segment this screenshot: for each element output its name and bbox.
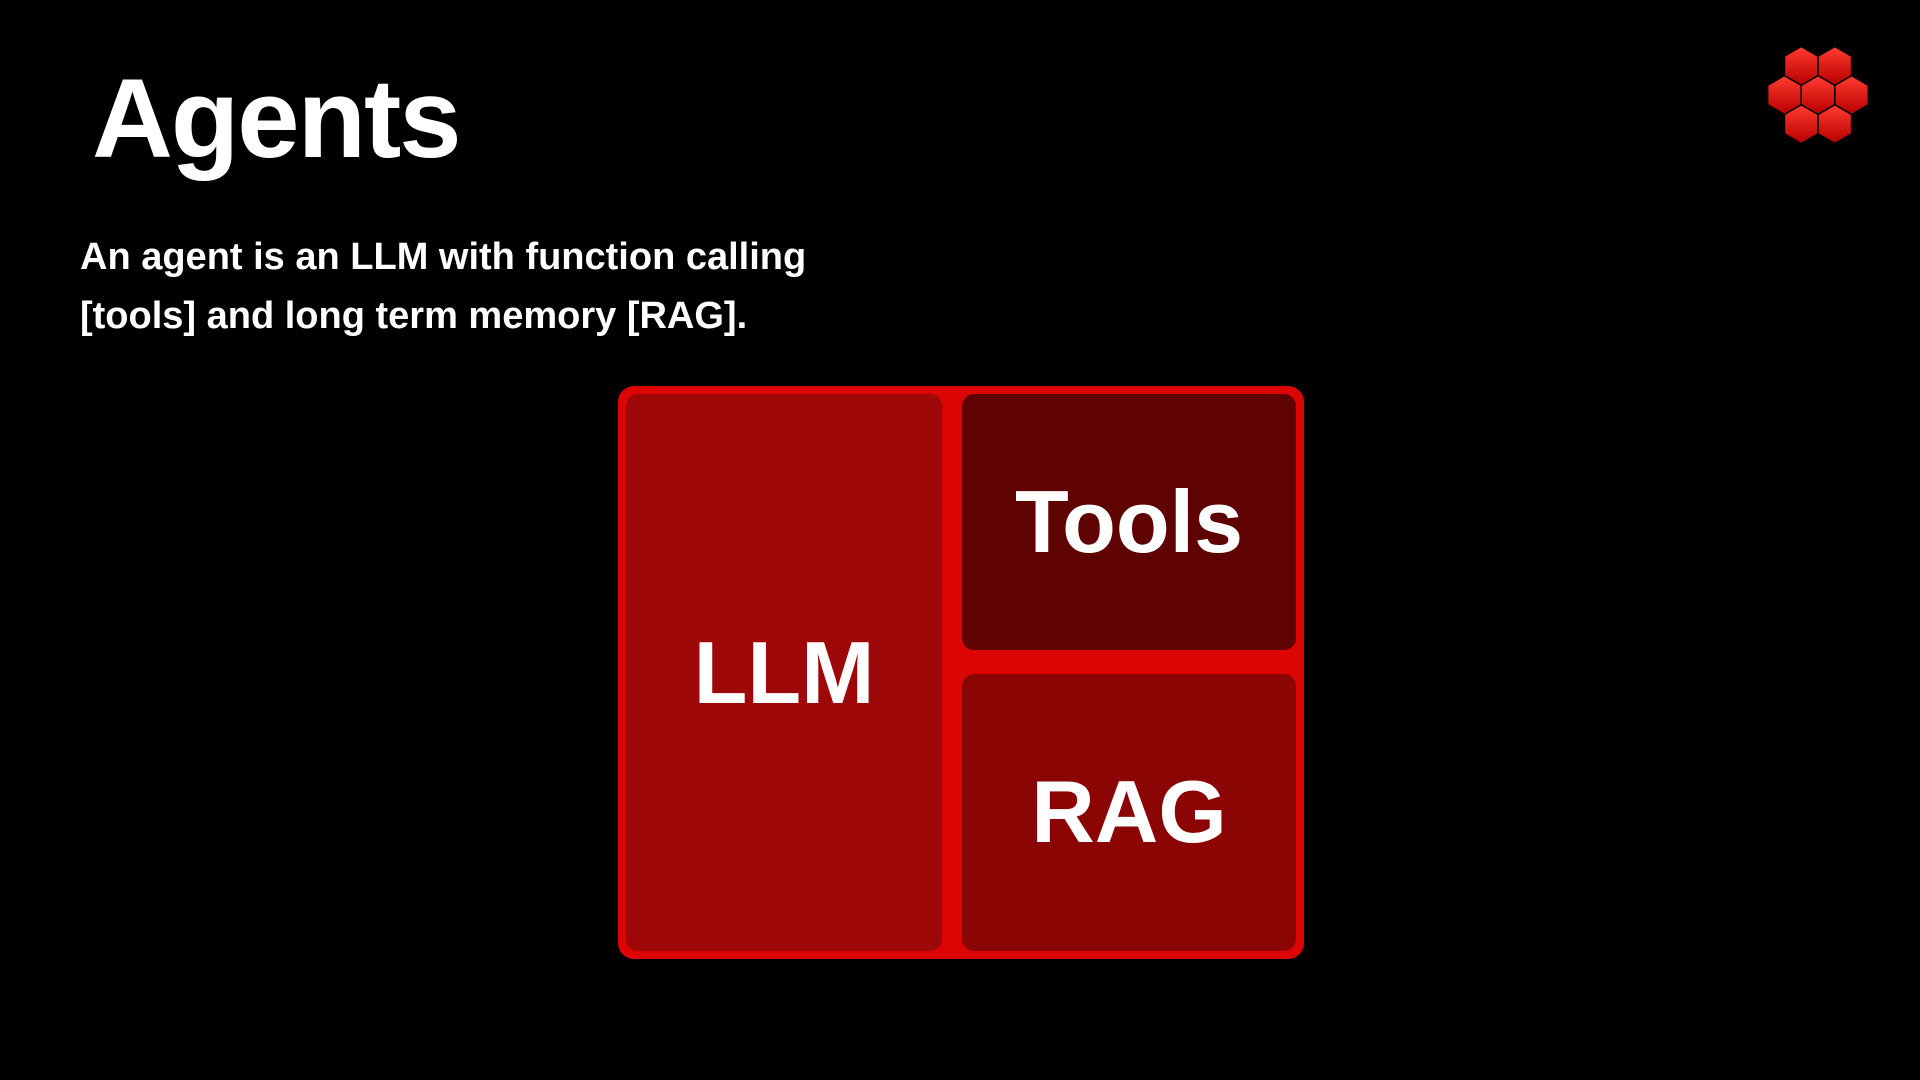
- tools-box: Tools: [962, 394, 1296, 650]
- page-title: Agents: [92, 56, 462, 181]
- subtitle-line-2: [tools] and long term memory [RAG].: [80, 294, 748, 337]
- hexagon-cluster-icon: [1768, 47, 1868, 143]
- rag-label: RAG: [1031, 762, 1227, 862]
- llm-box: LLM: [626, 394, 942, 951]
- rag-box: RAG: [962, 673, 1296, 951]
- subtitle: An agent is an LLM with function calling…: [80, 228, 806, 346]
- agent-diagram: LLM Tools RAG: [618, 386, 1304, 959]
- tools-label: Tools: [1014, 471, 1244, 571]
- llm-label: LLM: [693, 622, 875, 722]
- hexagon-logo: [1762, 36, 1874, 154]
- subtitle-line-1: An agent is an LLM with function calling: [80, 236, 807, 278]
